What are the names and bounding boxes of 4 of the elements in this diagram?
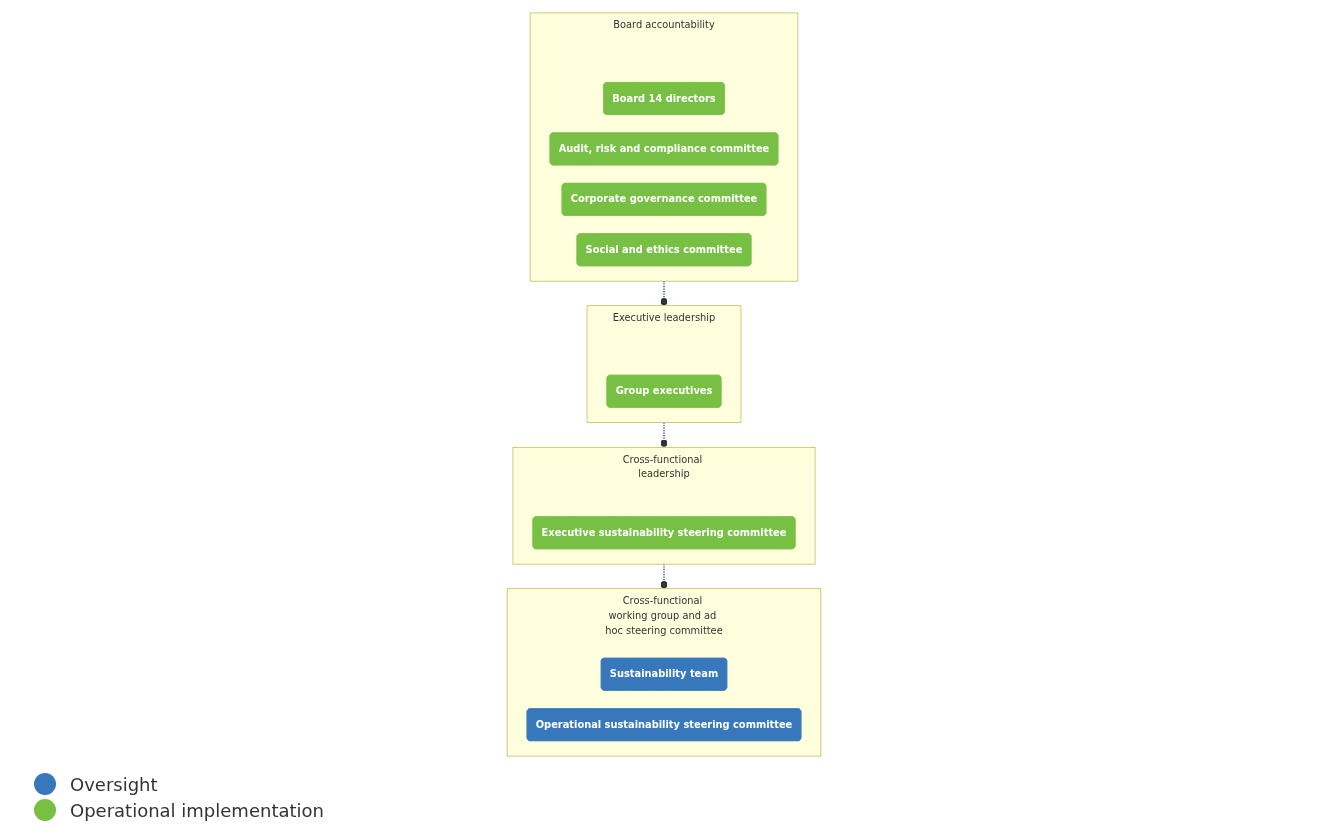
legend-text: Oversight [70, 773, 158, 795]
connector [660, 563, 668, 590]
legend-text: Operational implementation [70, 799, 324, 821]
connector [660, 422, 668, 448]
